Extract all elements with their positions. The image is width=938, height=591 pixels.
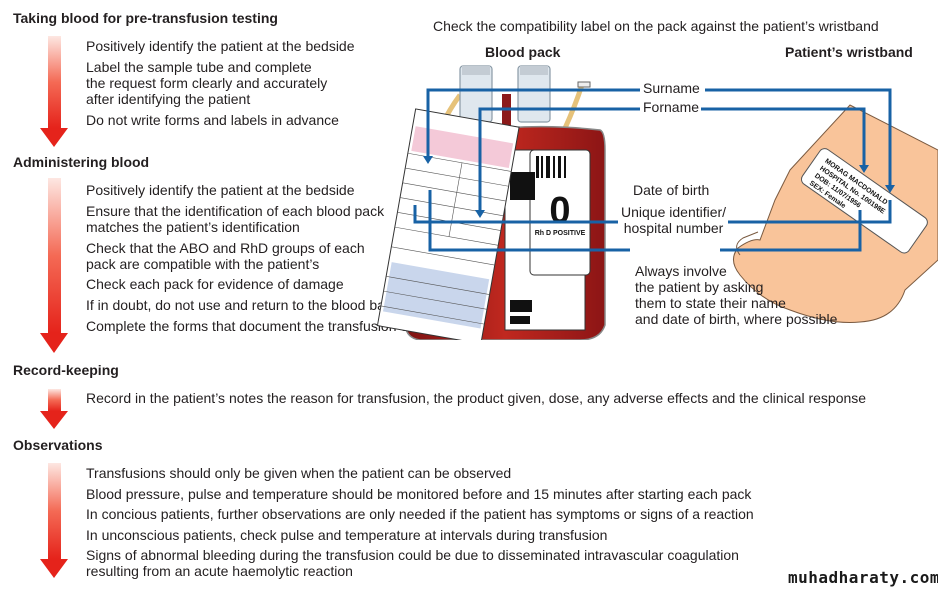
flow-arrow-icon [40,463,68,578]
svg-text:0: 0 [549,190,570,232]
flow-arrow-icon [40,36,68,147]
list-item: Blood pressure, pulse and temperature sh… [86,486,752,502]
connector-label-dob: Date of birth [631,182,712,198]
list-item: In unconscious patients, check pulse and… [86,527,608,543]
list-item: In concious patients, further observatio… [86,506,754,522]
list-item: Positively identify the patient at the b… [86,182,355,198]
illustration-caption: Check the compatibility label on the pac… [433,18,879,34]
flow-arrow-icon [40,389,68,429]
section-heading-pretransfusion: Taking blood for pre-transfusion testing [13,10,278,26]
patient-involvement-note: Always involve the patient by asking the… [635,263,838,327]
list-item: If in doubt, do not use and return to th… [86,297,400,313]
watermark: muhadharaty.com [788,568,938,587]
list-item: Record in the patient’s notes the reason… [86,390,867,406]
list-item: Do not write forms and labels in advance [86,112,339,128]
svg-text:Rh D POSITIVE: Rh D POSITIVE [535,230,586,237]
section-heading-administering: Administering blood [13,154,150,170]
connector-label-surname: Surname [641,80,702,96]
section-heading-observations: Observations [13,437,103,453]
list-item: Transfusions should only be given when t… [86,465,512,481]
compatibility-form-icon [376,108,520,340]
connector-label-forname: Forname [641,99,702,115]
blood-pack-wristband-illustration: 0 Rh D POSITIVE MORAG MACDONALD HOSPITAL… [376,65,938,340]
wristband-title: Patient’s wristband [785,44,913,60]
list-item: Ensure that the identification of each b… [86,203,385,235]
list-item: Signs of abnormal bleeding during the tr… [86,547,739,579]
section-heading-record-keeping: Record-keeping [13,362,119,378]
blood-pack-title: Blood pack [485,44,561,60]
patient-arm-icon [733,104,938,323]
list-item: Positively identify the patient at the b… [86,38,355,54]
list-item: Label the sample tube and complete the r… [86,59,328,107]
connector-label-uid: Unique identifier/ hospital number [619,204,729,236]
list-item: Check each pack for evidence of damage [86,276,344,292]
connector-lines [413,88,892,252]
flow-arrow-icon [40,178,68,353]
list-item: Check that the ABO and RhD groups of eac… [86,240,365,272]
